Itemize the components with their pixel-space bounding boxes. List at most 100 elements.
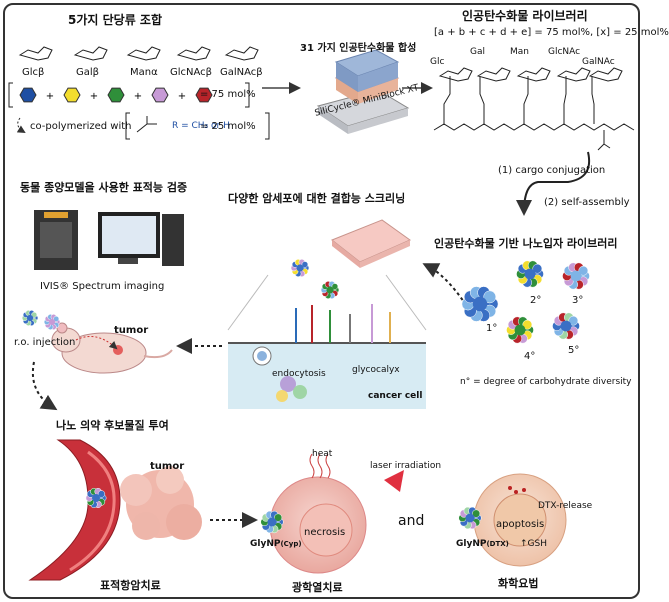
nanoparticle-core (326, 286, 334, 294)
particle-1: 1° (486, 323, 498, 334)
computer-monitor (98, 212, 184, 266)
imaging-heading: 동물 종양모델을 사용한 표적능 검증 (20, 181, 188, 194)
nanoparticle-core (296, 264, 304, 272)
nanoparticle-dot (578, 265, 589, 276)
delivery-heading: 나노 의약 후보물질 투여 (56, 419, 169, 432)
tumor-mass (120, 466, 202, 540)
glycan-receptors (295, 304, 391, 343)
apoptosis-label: apoptosis (496, 519, 545, 530)
plus-sign: + (178, 91, 186, 102)
blood-vessel (28, 439, 121, 581)
polymer-backbone (433, 67, 635, 151)
r-group: R = CH₃ or H (172, 121, 230, 131)
cancer-cell-diagram (227, 274, 427, 409)
nanoparticle-core (92, 494, 100, 502)
step-self-assembly: (2) self-assembly (544, 197, 630, 208)
nanoparticle-dot (483, 290, 497, 304)
targeted-therapy-label: 표적항암치료 (100, 579, 161, 592)
particle-4: 4° (524, 351, 536, 362)
ivis-imager (34, 210, 78, 270)
sugar-label-man: Manα (130, 67, 158, 78)
photothermal-label: 광학열치료 (292, 581, 343, 594)
necrosis-cell (269, 453, 404, 574)
plus-sign: + (134, 91, 142, 102)
ivis-label: IVIS® Spectrum imaging (40, 281, 165, 292)
cancer-cell-label: cancer cell (368, 391, 423, 401)
laser-label: laser irradiation (370, 461, 442, 471)
sugar-hexagon (151, 87, 169, 103)
nanoparticle-dot (53, 315, 60, 322)
nanoparticle-dot (522, 319, 533, 330)
nanoparticle-dot (532, 263, 543, 274)
panel1-heading: 5가지 단당류 조합 (68, 13, 162, 27)
copolymer-text: co-polymerized with (30, 121, 132, 132)
sugar-label-glc: Glcβ (22, 67, 45, 78)
mouse-tumor-label: tumor (114, 325, 149, 336)
sugar-label-galnac: GalNAcβ (220, 67, 263, 78)
nanoparticle-dot (301, 261, 309, 268)
nanoparticle-dot (568, 315, 579, 326)
nanoparticle-core (570, 270, 582, 282)
step-cargo-conjugation: (1) cargo conjugation (498, 165, 606, 176)
plus-sign: + (90, 91, 98, 102)
library-heading: 인공탄수화물 라이브러리 (462, 9, 588, 23)
nanoparticle-core (524, 268, 536, 280)
necrosis-label: necrosis (304, 527, 346, 538)
comonomer-percent: = 25 mol% (200, 121, 256, 132)
sugar-structures (18, 46, 259, 61)
dtx-release-label: DTX-release (538, 501, 593, 511)
glynp-dtx-label: GlyNP(DTX) (456, 539, 509, 549)
nanoparticles (21, 259, 590, 534)
lib-label-gal: Gal (470, 47, 485, 57)
particle-3: 3° (572, 295, 584, 306)
arrow-assembly (516, 151, 590, 216)
nanoparticle-dot (97, 490, 106, 498)
screening-heading: 다양한 암세포에 대한 결합능 스크리닝 (228, 192, 406, 205)
endocytosis-label: endocytosis (272, 369, 326, 379)
particle-2: 2° (530, 295, 542, 306)
lib-label-glc: Glc (430, 57, 445, 67)
lib-label-galnac: GalNAc (582, 57, 615, 67)
miniblock-device (316, 49, 410, 134)
nanoparticle-core (514, 324, 526, 336)
nanoparticle-core (465, 513, 475, 523)
library-formula: [a + b + c + d + e] = 75 mol%, [x] = 25 … (434, 27, 669, 38)
nanoparticle-core (472, 296, 488, 312)
sugar-hexagons: + + + + (19, 87, 213, 103)
mouse (51, 322, 173, 374)
lib-label-man: Man (510, 47, 529, 57)
particle-5: 5° (568, 345, 580, 356)
sugar-label-glcnac: GlcNAcβ (170, 67, 213, 78)
glynp-cyp-label: GlyNP(Cyp) (250, 539, 302, 549)
sugar-hexagon (195, 87, 213, 103)
chemo-label: 화학요법 (498, 577, 539, 590)
diversity-note: n° = degree of carbohydrate diversity (460, 377, 632, 387)
monomer-percent: = 75 mol% (200, 89, 256, 100)
plus-sign: + (46, 91, 54, 102)
nanoparticle-core (48, 318, 56, 326)
nanoparticle-dot (274, 513, 283, 522)
sugar-label-gal: Galβ (76, 67, 100, 78)
sugar-hexagon (107, 87, 125, 103)
sugar-hexagon (63, 87, 81, 103)
sugar-hexagon (19, 87, 37, 103)
monomer-bracket (8, 82, 250, 108)
glycocalyx-label: glycocalyx (352, 365, 400, 375)
well-plate (331, 219, 412, 268)
and-label: and (398, 513, 425, 529)
apoptosis-cell (473, 473, 567, 567)
nanoparticle-dot (472, 509, 481, 518)
lib-label-glcnac: GlcNAc (548, 47, 581, 57)
nanoparticle-dot (31, 311, 38, 318)
nanoparticle-dot (331, 283, 339, 290)
nano-library-heading: 인공탄수화물 기반 나노입자 라이브러리 (434, 237, 618, 250)
nanoparticle-core (267, 517, 277, 527)
nanoparticle-core (26, 314, 34, 322)
nanoparticle-core (560, 320, 572, 332)
heat-label: heat (312, 449, 333, 459)
synthesis-heading: 31 가지 인공탄수화물 합성 (300, 43, 417, 54)
injection-label: r.o. injection (14, 337, 76, 348)
vessel-tumor-label: tumor (150, 461, 185, 472)
illustration-layer: + + + + (8, 46, 635, 581)
gsh-label: ↑GSH (520, 539, 547, 549)
